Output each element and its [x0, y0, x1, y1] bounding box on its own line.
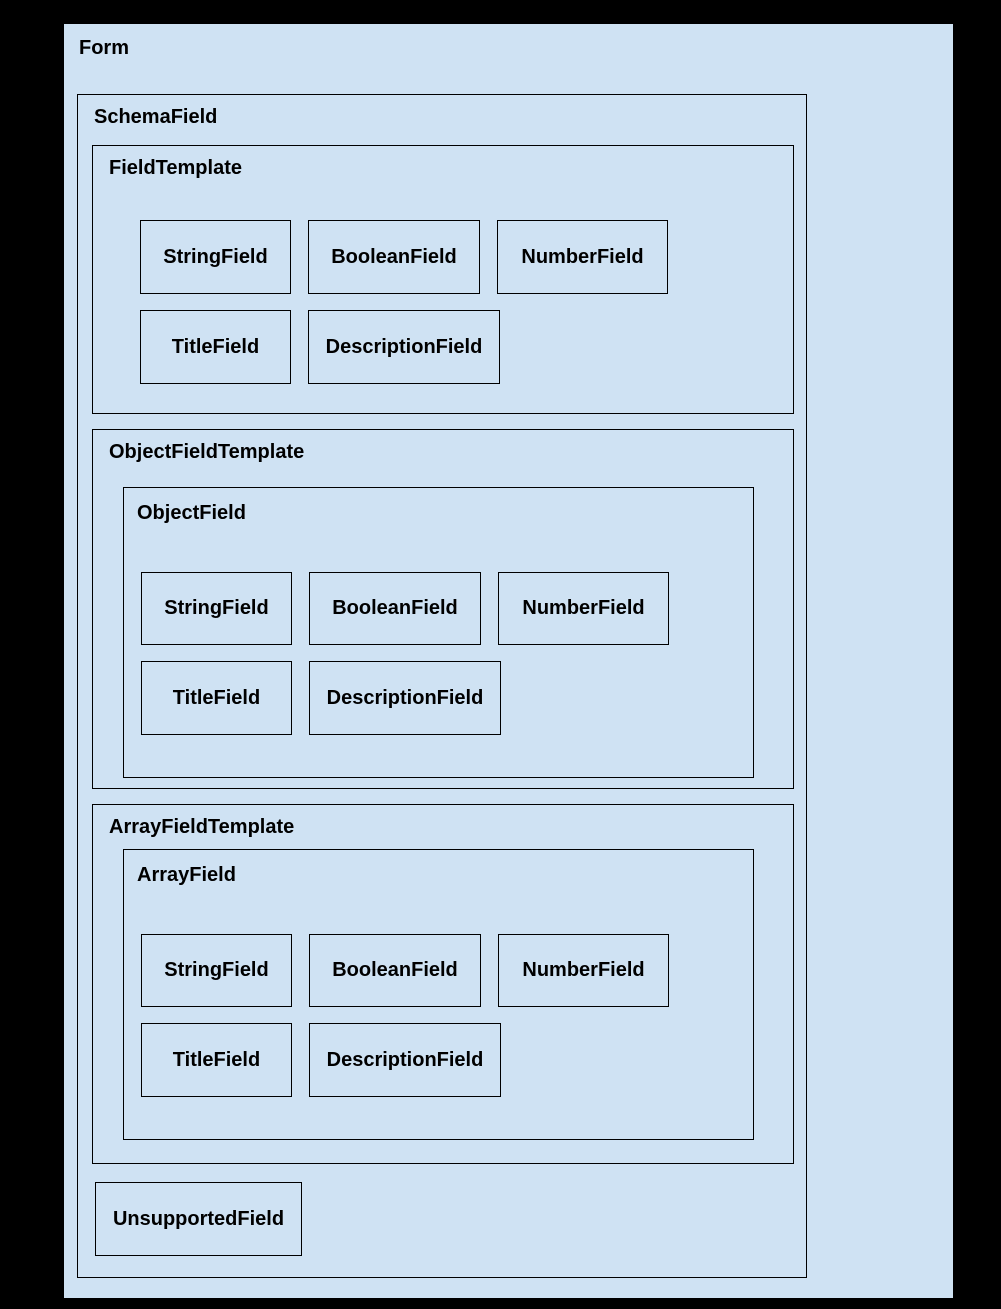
booleanfield-box: BooleanField [309, 572, 481, 645]
objectfield-box: ObjectField StringField BooleanField Num… [123, 487, 754, 778]
unsupportedfield-box: UnsupportedField [95, 1182, 302, 1256]
titlefield-box: TitleField [141, 661, 292, 735]
form-box: Form SchemaField FieldTemplate StringFie… [63, 23, 954, 1299]
schemafield-label: SchemaField [94, 106, 218, 128]
booleanfield-box: BooleanField [308, 220, 480, 294]
fieldtemplate-box: FieldTemplate StringField BooleanField N… [92, 145, 794, 414]
titlefield-box: TitleField [141, 1023, 292, 1097]
arrayfieldtemplate-label: ArrayFieldTemplate [109, 816, 295, 838]
descriptionfield-box: DescriptionField [309, 661, 501, 735]
numberfield-box: NumberField [498, 572, 669, 645]
schemafield-box: SchemaField FieldTemplate StringField Bo… [77, 94, 807, 1278]
arrayfield-box: ArrayField StringField BooleanField Numb… [123, 849, 754, 1140]
stringfield-box: StringField [141, 572, 292, 645]
objectfieldtemplate-label: ObjectFieldTemplate [109, 441, 305, 463]
objectfield-label: ObjectField [137, 502, 246, 524]
descriptionfield-box: DescriptionField [308, 310, 500, 384]
numberfield-box: NumberField [498, 934, 669, 1007]
form-label: Form [79, 37, 129, 59]
stringfield-box: StringField [141, 934, 292, 1007]
fieldtemplate-label: FieldTemplate [109, 157, 242, 179]
numberfield-box: NumberField [497, 220, 668, 294]
stringfield-box: StringField [140, 220, 291, 294]
arrayfield-label: ArrayField [137, 864, 236, 886]
descriptionfield-box: DescriptionField [309, 1023, 501, 1097]
arrayfieldtemplate-box: ArrayFieldTemplate ArrayField StringFiel… [92, 804, 794, 1164]
booleanfield-box: BooleanField [309, 934, 481, 1007]
titlefield-box: TitleField [140, 310, 291, 384]
objectfieldtemplate-box: ObjectFieldTemplate ObjectField StringFi… [92, 429, 794, 789]
